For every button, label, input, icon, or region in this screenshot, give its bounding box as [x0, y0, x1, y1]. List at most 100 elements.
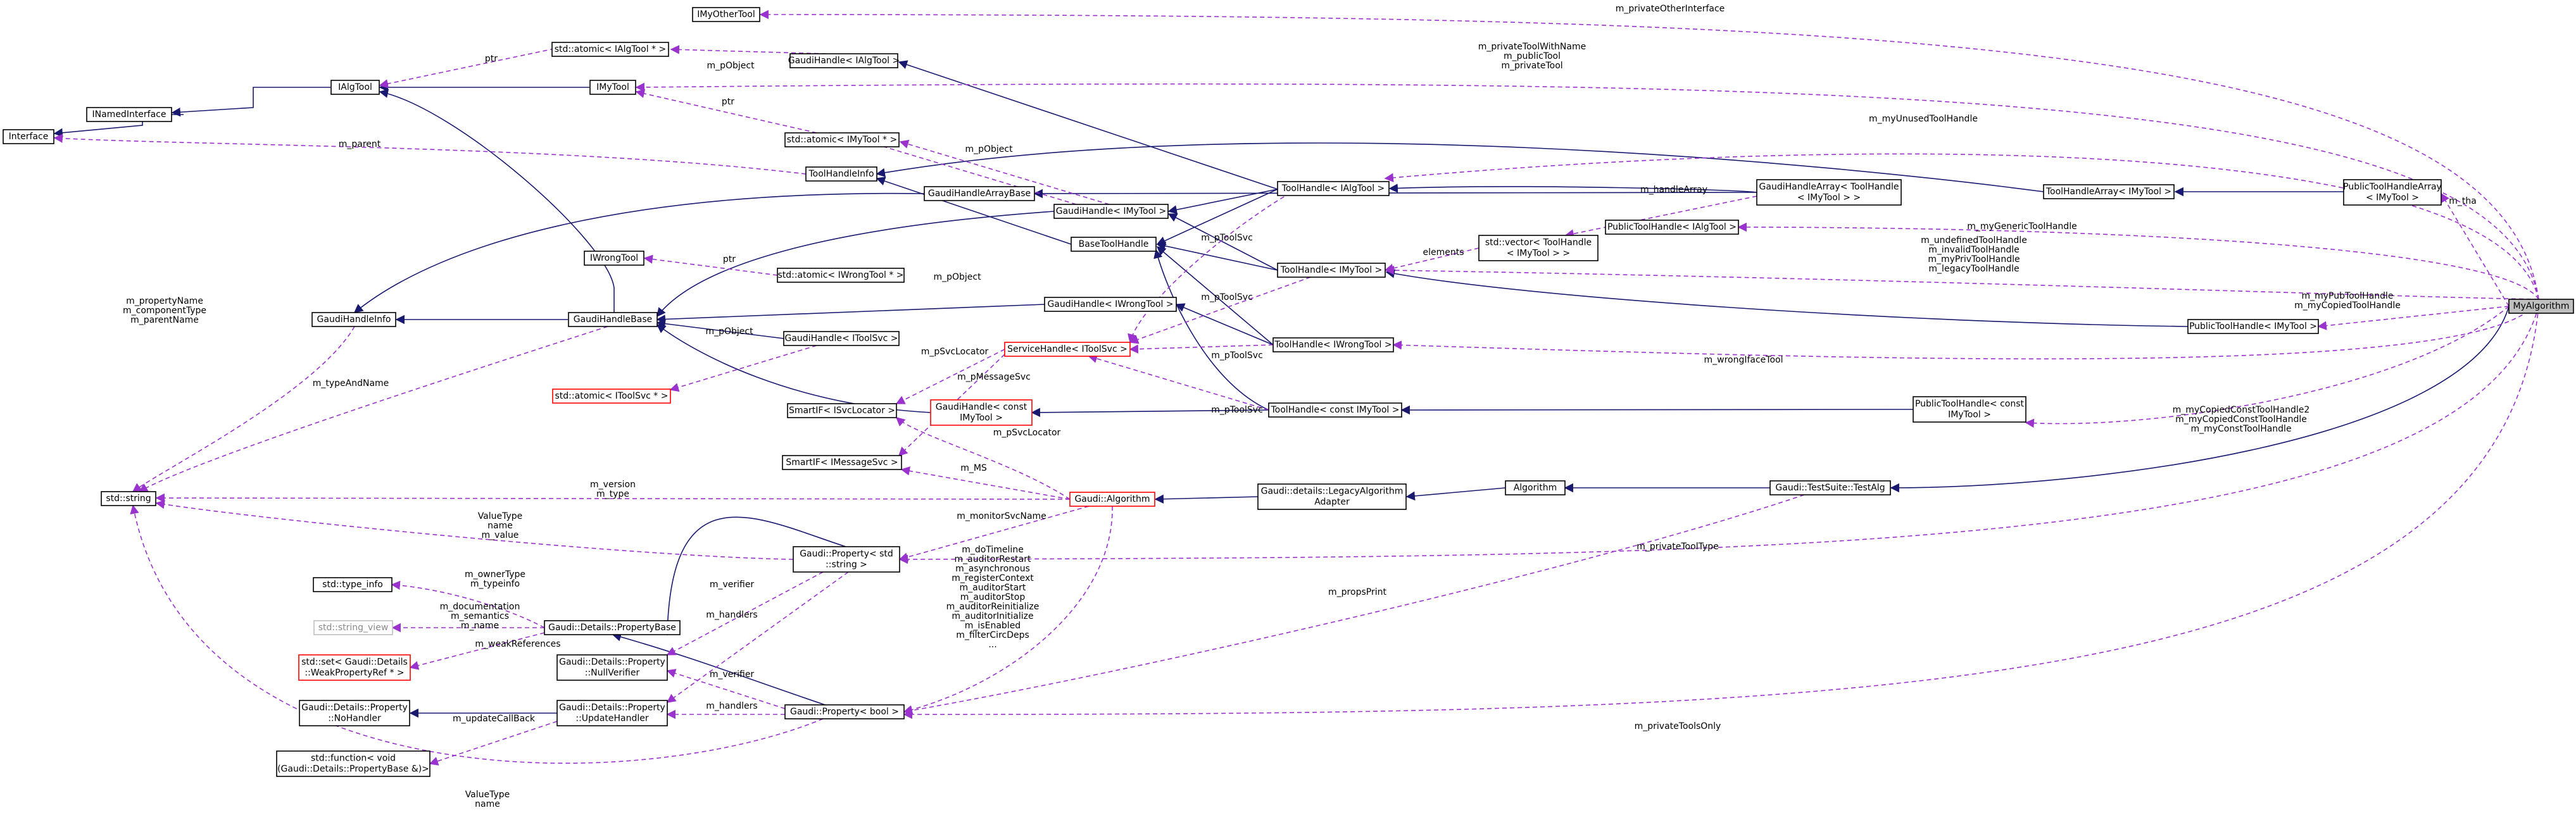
class-node-ialg-tool[interactable]: IAlgTool: [330, 80, 380, 95]
class-node-gh-itool-svc[interactable]: GaudiHandle< IToolSvc >: [783, 331, 900, 346]
node-box: [1071, 237, 1157, 252]
node-box: [86, 107, 172, 122]
class-node-th-iwrong-tool[interactable]: ToolHandle< IWrongTool >: [1272, 337, 1394, 352]
class-node-prop-string[interactable]: Gaudi::Property< std::string >: [793, 546, 900, 573]
class-node-vector-th[interactable]: std::vector< ToolHandle< IMyTool > >: [1478, 235, 1599, 261]
class-node-smart-if-isvc-locator[interactable]: SmartIF< ISvcLocator >: [787, 403, 897, 418]
class-node-update-handler[interactable]: Gaudi::Details::Property::UpdateHandler: [556, 700, 668, 726]
class-node-gaudi-algorithm[interactable]: Gaudi::Algorithm: [1069, 492, 1155, 507]
inheritance-edge: [1405, 487, 1506, 501]
class-node-atomic-iwrong-tool[interactable]: std::atomic< IWrongTool * >: [777, 268, 905, 283]
node-label: PublicToolHandle< IAlgTool >: [1607, 222, 1737, 232]
class-node-imy-other-tool[interactable]: IMyOtherTool: [692, 7, 760, 22]
node-box: [2187, 319, 2319, 334]
usage-edge: [2025, 306, 2510, 428]
inheritance-edge: [656, 319, 784, 339]
node-box: [1004, 342, 1131, 357]
node-label: std::string: [106, 494, 151, 504]
edge-label: m_legacyToolHandle: [1928, 264, 2019, 274]
edge-label: ptr: [723, 254, 736, 264]
edge-label: m_type: [596, 489, 629, 499]
class-node-th-ialg-tool[interactable]: ToolHandle< IAlgTool >: [1277, 181, 1390, 196]
class-node-interface[interactable]: Interface: [3, 129, 54, 144]
usage-edge: [155, 499, 794, 560]
class-node-inamed-interface[interactable]: INamedInterface: [86, 107, 172, 122]
edge-label: m_privateToolsOnly: [1635, 721, 1721, 731]
node-label: PublicToolHandleArray: [2343, 182, 2442, 192]
class-node-pub-tharray[interactable]: PublicToolHandleArray< IMyTool >: [2343, 179, 2442, 206]
node-label: ToolHandleArray< IMyTool >: [2045, 187, 2171, 197]
node-label: Algorithm: [1514, 483, 1557, 493]
class-node-set-weak-prop-ref[interactable]: std::set< Gaudi::Details::WeakPropertyRe…: [298, 654, 411, 681]
edge-label: m_auditorInitialize: [952, 611, 1033, 621]
edge-label: name: [475, 799, 500, 809]
class-node-property-base[interactable]: Gaudi::Details::PropertyBase: [544, 620, 681, 635]
class-node-algorithm[interactable]: Algorithm: [1505, 480, 1566, 495]
inheritance-edge: [876, 142, 2044, 192]
inheritance-edge: [657, 211, 1055, 318]
edge-label: m_pToolSvc: [1211, 351, 1263, 361]
class-node-iwrong-tool[interactable]: IWrongTool: [584, 251, 644, 266]
class-node-gaudi-handle-base[interactable]: GaudiHandleBase: [568, 312, 658, 327]
node-box: [1505, 480, 1566, 495]
class-node-smart-if-imessage-svc[interactable]: SmartIF< IMessageSvc >: [782, 455, 902, 470]
class-node-imy-tool[interactable]: IMyTool: [589, 80, 636, 95]
usage-edge: [898, 506, 1090, 562]
class-node-function-void[interactable]: std::function< void(Gaudi::Details::Prop…: [276, 750, 430, 777]
edge-label: m_handleArray: [1640, 185, 1707, 195]
node-label: std::type_info: [322, 580, 383, 590]
class-node-th-const-imy-tool[interactable]: ToolHandle< const IMyTool >: [1268, 402, 1402, 418]
inheritance-edge: [663, 516, 846, 636]
usage-edge: [895, 349, 1005, 404]
inheritance-edge: [1385, 269, 2189, 327]
node-box: [782, 455, 902, 470]
edge-label: m_parent: [339, 139, 381, 149]
class-node-pub-th-imy-tool[interactable]: PublicToolHandle< IMyTool >: [2187, 319, 2319, 334]
node-label: INamedInterface: [92, 109, 166, 120]
class-node-std-string[interactable]: std::string: [101, 491, 156, 506]
class-node-gh-imy-tool[interactable]: GaudiHandle< IMyTool >: [1053, 204, 1169, 219]
node-label: std::atomic< IAlgTool * >: [555, 44, 666, 54]
class-node-pub-th-ialg-tool[interactable]: PublicToolHandle< IAlgTool >: [1605, 220, 1739, 235]
node-label: GaudiHandleArray< ToolHandle: [1759, 182, 1899, 192]
node-box: [2508, 299, 2574, 314]
usage-edge: [759, 9, 2539, 300]
node-box: [1053, 204, 1169, 219]
node-label: GaudiHandleInfo: [317, 314, 391, 325]
class-node-atomic-imy-tool[interactable]: std::atomic< IMyTool * >: [784, 132, 900, 147]
class-node-gh-iwrong-tool[interactable]: GaudiHandle< IWrongTool >: [1044, 297, 1177, 312]
class-node-atomic-ialg-tool[interactable]: std::atomic< IAlgTool * >: [551, 42, 669, 57]
class-node-svc-h-itool-svc[interactable]: ServiceHandle< IToolSvc >: [1004, 342, 1131, 357]
class-node-no-handler[interactable]: Gaudi::Details::Property::NoHandler: [299, 700, 410, 726]
class-node-th-imy-tool[interactable]: ToolHandle< IMyTool >: [1277, 263, 1386, 278]
node-label: ::NoHandler: [328, 714, 381, 724]
class-node-gharray-th[interactable]: GaudiHandleArray< ToolHandle< IMyTool > …: [1756, 179, 1902, 206]
class-node-test-alg[interactable]: Gaudi::TestSuite::TestAlg: [1769, 480, 1891, 495]
node-box: [924, 186, 1035, 201]
class-node-tharray-imy-tool[interactable]: ToolHandleArray< IMyTool >: [2043, 184, 2175, 199]
class-node-my-algorithm[interactable]: MyAlgorithm: [2508, 299, 2574, 314]
class-node-prop-bool[interactable]: Gaudi::Property< bool >: [784, 704, 905, 719]
usage-edge: [1737, 222, 2539, 300]
node-label: SmartIF< IMessageSvc >: [786, 457, 898, 468]
node-label: Interface: [9, 132, 49, 142]
class-node-tool-handle-info[interactable]: ToolHandleInfo: [805, 166, 877, 182]
class-node-gh-ialg-tool[interactable]: GaudiHandle< IAlgTool >: [788, 53, 900, 68]
edge-label: m_pObject: [965, 144, 1013, 154]
class-node-atomic-itool-svc[interactable]: std::atomic< IToolSvc * >: [552, 389, 671, 404]
class-node-gaudi-handle-array-base[interactable]: GaudiHandleArrayBase: [924, 186, 1035, 201]
usage-edge: [635, 89, 817, 134]
node-label: std::function< void: [311, 754, 396, 764]
class-node-base-tool-handle[interactable]: BaseToolHandle: [1071, 237, 1157, 252]
edge-label: m_handlers: [706, 610, 757, 620]
inheritance-edge: [1154, 494, 1259, 504]
class-node-type-info[interactable]: std::type_info: [313, 577, 393, 592]
edge-label: ptr: [722, 97, 734, 107]
node-box: [544, 620, 681, 635]
class-node-gaudi-handle-info[interactable]: GaudiHandleInfo: [311, 312, 396, 327]
class-node-string-view[interactable]: std::string_view: [313, 620, 393, 635]
class-node-null-verifier[interactable]: Gaudi::Details::Property::NullVerifier: [556, 654, 668, 681]
